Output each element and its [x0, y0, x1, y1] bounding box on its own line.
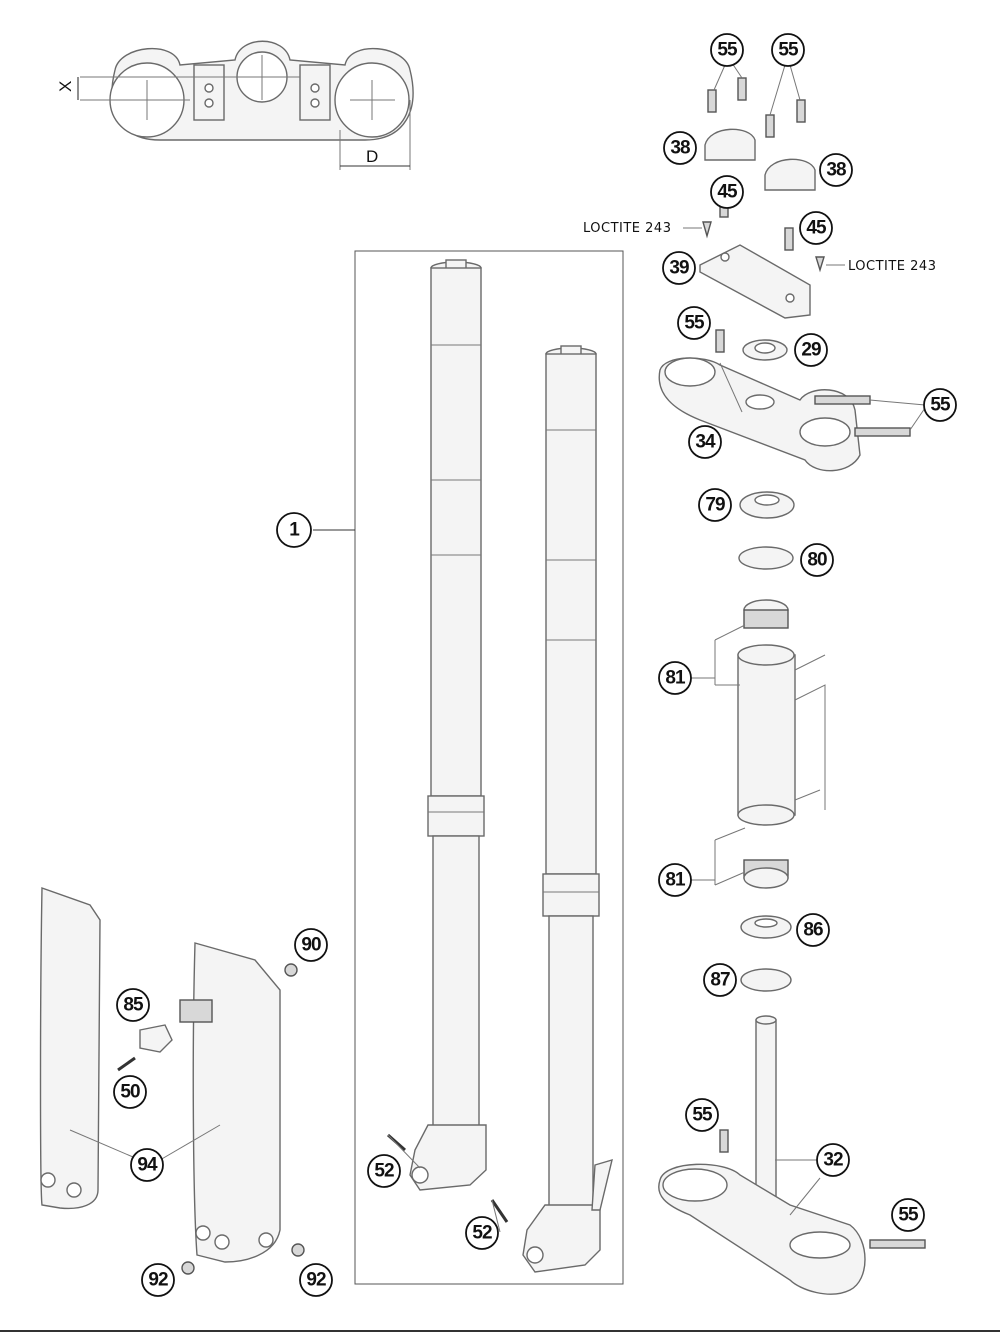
svg-text:81: 81: [665, 870, 686, 891]
svg-text:52: 52: [472, 1223, 492, 1244]
svg-text:50: 50: [120, 1082, 140, 1103]
callout-39: 39: [662, 251, 696, 285]
svg-text:80: 80: [807, 550, 827, 571]
callout-86: 86: [796, 913, 830, 947]
svg-text:1: 1: [289, 520, 300, 541]
callout-38-left: 38: [663, 131, 697, 165]
svg-text:39: 39: [669, 258, 689, 279]
callout-32: 32: [816, 1143, 850, 1177]
dimension-x-label: X: [56, 81, 75, 92]
loctite-note-left: LOCTITE 243: [583, 221, 671, 236]
callout-52-left: 52: [367, 1154, 401, 1188]
callout-29: 29: [794, 333, 828, 367]
leader-lines: [387, 59, 926, 1233]
callout-81-upper: 81: [658, 661, 692, 695]
callout-55-top-right: 55: [771, 33, 805, 67]
svg-text:32: 32: [823, 1150, 843, 1171]
svg-text:87: 87: [710, 970, 730, 991]
loctite-note-right: LOCTITE 243: [848, 259, 936, 274]
callout-55-upper-clamp-bolt: 55: [677, 306, 711, 340]
callout-92-left: 92: [141, 1263, 175, 1297]
svg-text:90: 90: [301, 935, 321, 956]
callout-45-right: 45: [799, 211, 833, 245]
callout-52-right: 52: [465, 1216, 499, 1250]
svg-text:55: 55: [684, 313, 705, 334]
svg-text:52: 52: [374, 1161, 394, 1182]
fork-protectors: [39, 887, 305, 1275]
callout-55-top-left: 55: [710, 33, 744, 67]
fork-leg-left: [409, 259, 487, 1191]
callout-87: 87: [703, 963, 737, 997]
callout-1: 1: [276, 512, 312, 548]
svg-text:85: 85: [123, 995, 144, 1016]
svg-text:45: 45: [806, 218, 827, 239]
svg-text:86: 86: [803, 920, 823, 941]
svg-text:94: 94: [137, 1155, 158, 1176]
svg-text:45: 45: [717, 182, 738, 203]
callout-38-right: 38: [819, 153, 853, 187]
callout-81-lower: 81: [658, 863, 692, 897]
callout-45-left: 45: [710, 175, 744, 209]
fork-assembly: [313, 250, 624, 1285]
callout-50: 50: [113, 1075, 147, 1109]
callout-85: 85: [116, 988, 150, 1022]
svg-text:55: 55: [717, 40, 738, 61]
svg-text:92: 92: [306, 1270, 326, 1291]
svg-text:55: 55: [898, 1205, 919, 1226]
dimension-d-label: D: [366, 147, 378, 166]
svg-text:81: 81: [665, 668, 686, 689]
triple-clamp-dimension-drawing: X D: [56, 40, 414, 170]
callout-80: 80: [800, 543, 834, 577]
svg-text:79: 79: [705, 495, 725, 516]
svg-text:38: 38: [826, 160, 846, 181]
callout-94: 94: [130, 1148, 164, 1182]
fork-bolt-right: [490, 1199, 509, 1223]
svg-text:29: 29: [801, 340, 821, 361]
callout-92-right: 92: [299, 1263, 333, 1297]
callout-55-lower-side-bolt: 55: [891, 1198, 925, 1232]
callout-55-clamp-side-bolts: 55: [923, 388, 957, 422]
callout-90: 90: [294, 928, 328, 962]
svg-text:55: 55: [778, 40, 799, 61]
svg-text:38: 38: [670, 138, 690, 159]
callout-34: 34: [688, 425, 722, 459]
callout-55-lower-clamp-bolt: 55: [685, 1098, 719, 1132]
callout-79: 79: [698, 488, 732, 522]
svg-text:55: 55: [692, 1105, 713, 1126]
svg-text:55: 55: [930, 395, 951, 416]
fork-leg-right: [522, 345, 613, 1273]
steering-stem-parts: [658, 77, 926, 1295]
svg-text:92: 92: [148, 1270, 168, 1291]
svg-text:34: 34: [695, 432, 716, 453]
